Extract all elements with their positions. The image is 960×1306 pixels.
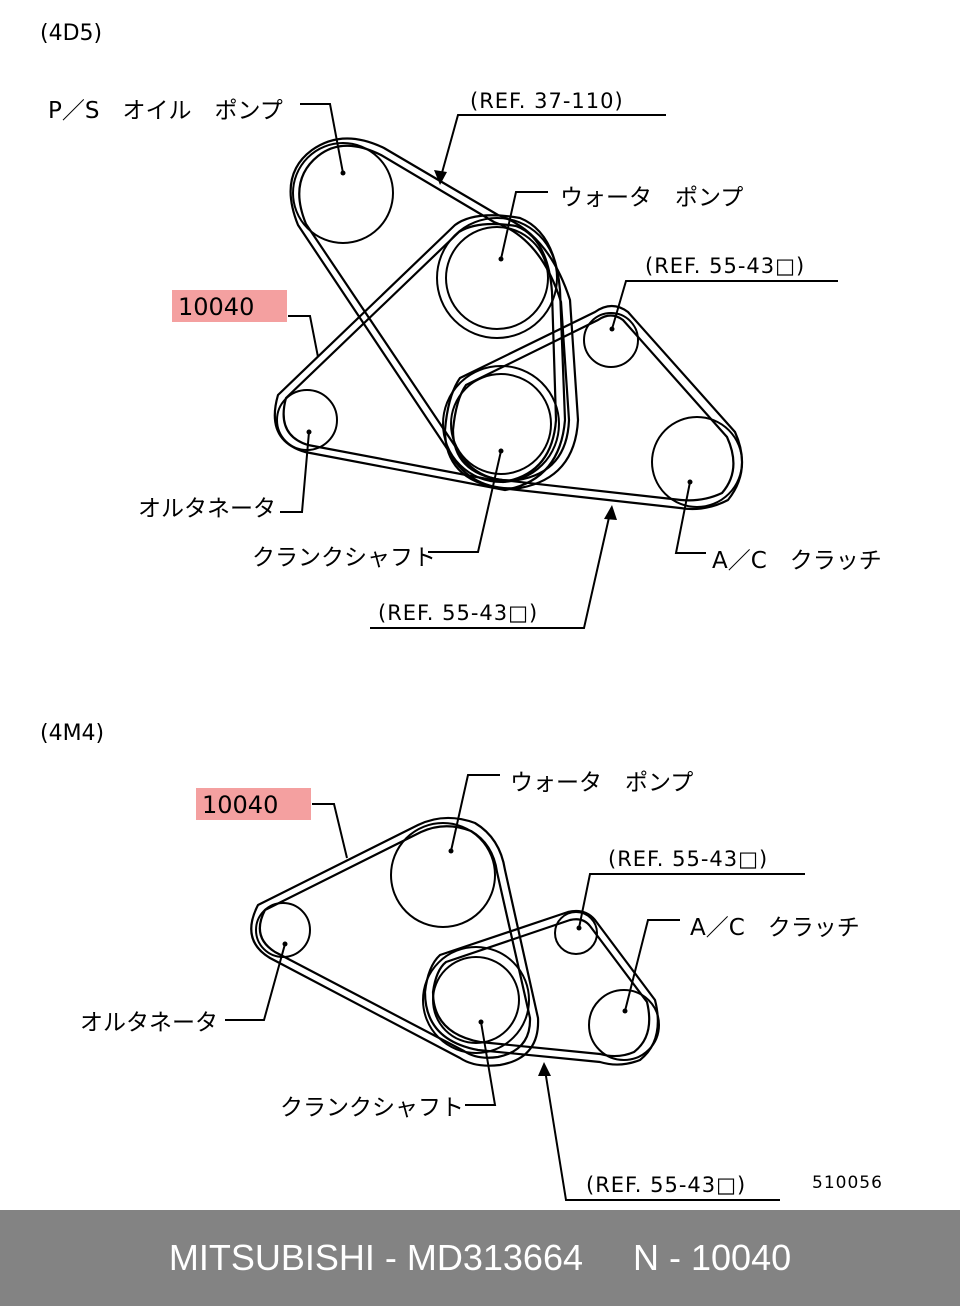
- label-crankshaft: クランクシャフト: [252, 545, 436, 571]
- label-crankshaft: クランクシャフト: [280, 1095, 464, 1121]
- belt-ac-inner: [451, 314, 735, 502]
- belt-ps-pump-inner: [298, 144, 571, 482]
- leader-lines-4d5: [280, 103, 838, 629]
- footer-bar: MITSUBISHI - MD313664 N - 10040: [0, 1210, 960, 1306]
- section-label-4d5: (4D5): [40, 21, 102, 46]
- ref-37-110: (REF. 37-110): [470, 89, 624, 113]
- label-alternator: オルタネータ: [80, 1010, 218, 1036]
- belt-10040: [273, 214, 567, 492]
- part-number-highlight: [196, 788, 311, 820]
- drawing-code: 510056: [812, 1173, 883, 1193]
- label-ac-clutch: A／C クラッチ: [690, 915, 860, 941]
- label-ac-clutch: A／C クラッチ: [712, 548, 882, 574]
- leader-lines-4m4: [225, 774, 805, 1201]
- ref-55-43-bottom: (REF. 55-43□): [586, 1173, 746, 1197]
- part-number-highlight: [172, 290, 287, 322]
- label-ps-oil-pump: P／S オイル ポンプ: [48, 98, 283, 124]
- idler-pulley: [583, 312, 639, 368]
- belt-ac-inner: [431, 918, 651, 1058]
- water-pump-pulley: [445, 226, 549, 330]
- crankshaft-pulley-rim: [422, 946, 530, 1054]
- crankshaft-pulley-rim: [442, 365, 560, 483]
- belt-ps-pump: [289, 137, 580, 490]
- ac-clutch-pulley: [651, 416, 743, 508]
- label-alternator: オルタネータ: [138, 496, 276, 522]
- crankshaft-pulley: [432, 956, 520, 1044]
- diagram-4m4: (4M4): [40, 721, 883, 1201]
- ps-oil-pump-pulley: [292, 142, 394, 244]
- section-label-4m4: (4M4): [40, 721, 104, 746]
- crankshaft-pulley: [450, 373, 552, 475]
- label-water-pump: ウォータ ポンプ: [560, 185, 743, 211]
- footer-part-info: MITSUBISHI - MD313664 N - 10040: [168, 1237, 792, 1278]
- belt-routing-diagram: (4D5): [40, 21, 883, 1201]
- belt-10040: [250, 816, 540, 1067]
- belt-ac: [443, 304, 744, 511]
- ref-55-43-bottom: (REF. 55-43□): [378, 601, 538, 625]
- part-number-10040: 10040: [202, 791, 278, 819]
- part-number-10040: 10040: [178, 293, 254, 321]
- belt-ac: [423, 909, 659, 1066]
- water-pump-pulley-rim: [436, 217, 558, 339]
- ref-55-43-top: (REF. 55-43□): [645, 254, 805, 278]
- label-water-pump: ウォータ ポンプ: [510, 770, 693, 796]
- ref-55-43-top: (REF. 55-43□): [608, 847, 768, 871]
- water-pump-pulley: [390, 822, 496, 928]
- diagram-4d5: (4D5): [40, 21, 882, 629]
- belt-10040-inner: [258, 825, 532, 1059]
- belt-10040-inner: [282, 222, 558, 484]
- ac-clutch-pulley: [588, 989, 660, 1061]
